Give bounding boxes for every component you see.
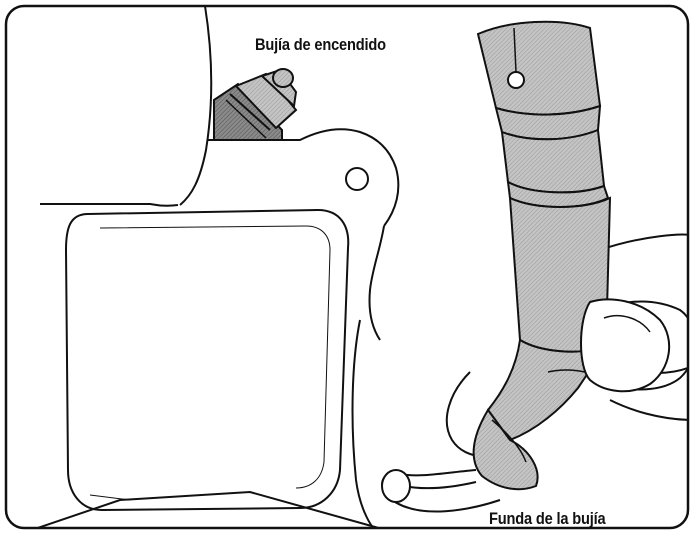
frame-border xyxy=(4,4,690,530)
plug-boot xyxy=(472,20,612,491)
thumb xyxy=(580,298,670,393)
spark-plug xyxy=(213,68,298,141)
engine-body xyxy=(19,208,401,528)
plug-boot-label: Funda de la bujía xyxy=(489,509,606,528)
plug-wire xyxy=(381,469,501,513)
mount-hole xyxy=(345,167,369,191)
spark-plug-label: Bujía de encendido xyxy=(255,35,386,54)
engine-head xyxy=(40,6,400,341)
thumbnail xyxy=(603,314,651,333)
